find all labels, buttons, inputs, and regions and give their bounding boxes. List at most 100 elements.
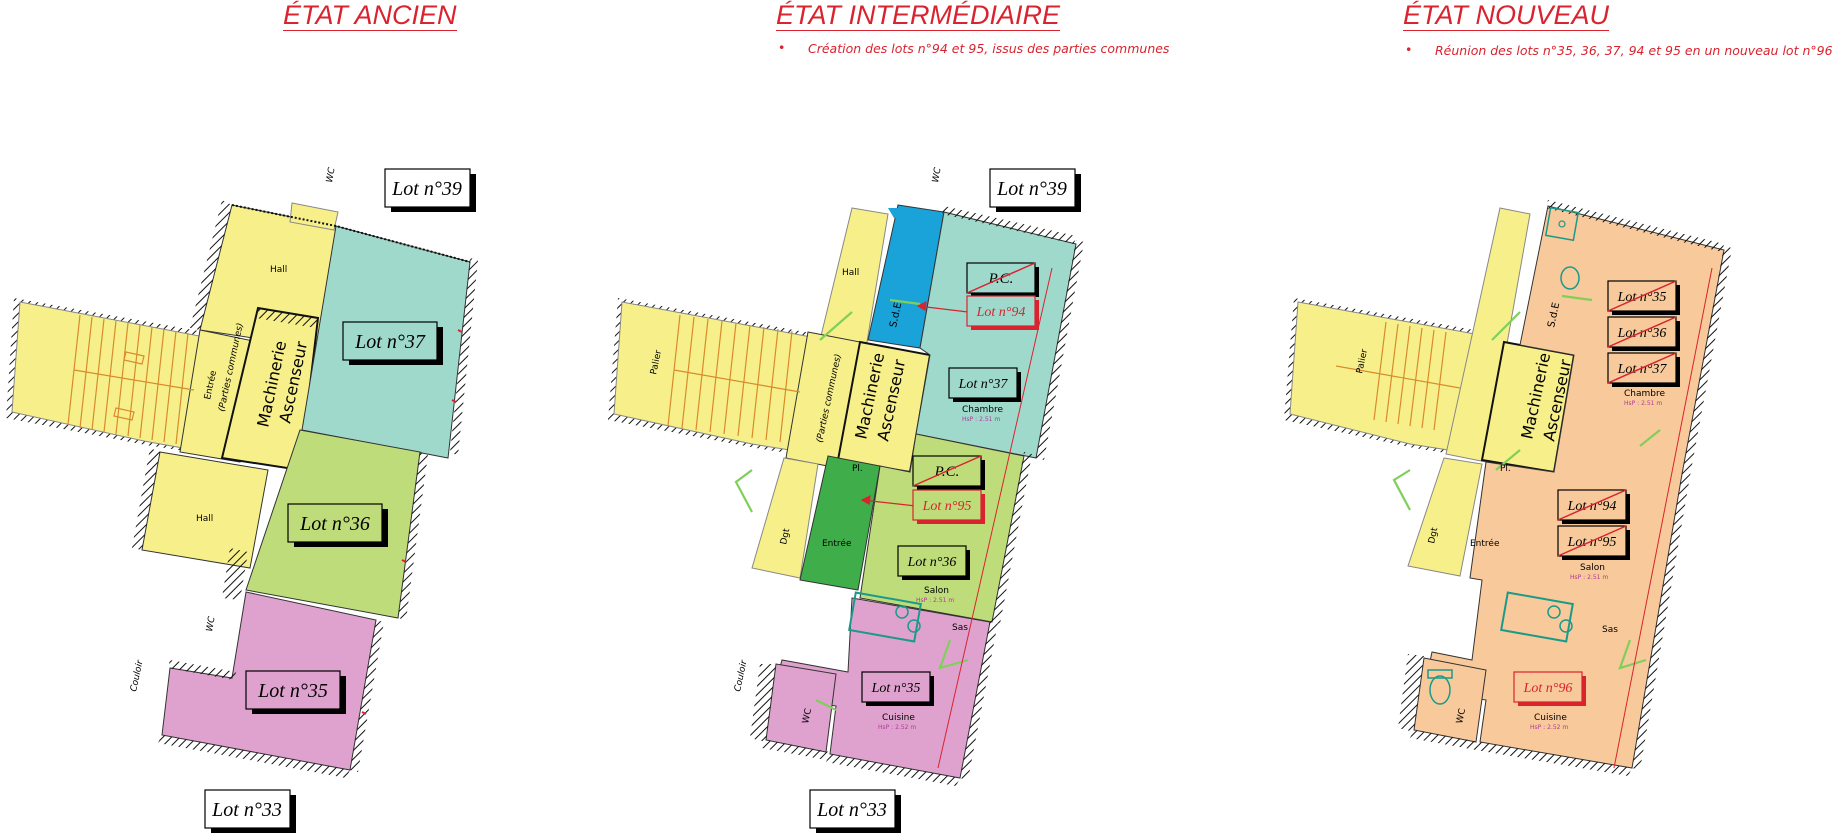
- label-hsp-salon: HsP : 2.51 m: [916, 597, 954, 604]
- wall-hatch: [450, 258, 478, 455]
- wall-hatch: [1398, 654, 1424, 732]
- lot-33-box: Lot n°33: [809, 789, 901, 833]
- title-etat-ancien: ÉTAT ANCIEN: [283, 0, 457, 31]
- lot-35-box: Lot n°35: [245, 670, 346, 714]
- lot-96-box: Lot n°96: [1513, 671, 1586, 706]
- label-salon: Salon: [924, 586, 949, 596]
- note-intermediaire: Création des lots n°94 et 95, issus des …: [778, 40, 1169, 56]
- lot-37-label: Lot n°37: [354, 331, 426, 353]
- label-hsp-chambre: HsP : 2.51 m: [962, 416, 1000, 423]
- lot-95-box: Lot n°95: [912, 489, 985, 524]
- kitchen-unit: [848, 591, 922, 643]
- lot-95-box: Lot n°95: [1557, 525, 1630, 560]
- label-hall-bottom: Hall: [196, 514, 213, 524]
- dimension-line: [1613, 267, 1713, 769]
- room-hall-bottom: [141, 451, 269, 569]
- shower: [1544, 206, 1580, 242]
- wall-hatch: [168, 660, 236, 680]
- lot-95-area: [799, 455, 881, 591]
- lot-94-label: Lot n°94: [1567, 499, 1617, 514]
- room-wc-strip: [289, 202, 339, 231]
- wall-hatch: [256, 308, 318, 328]
- lot-95-label: Lot n°95: [1567, 535, 1617, 550]
- room-dgt: [1407, 457, 1483, 577]
- plan-nouveau: Palier Machinerie Ascenseur S.d.E Pl. En…: [1284, 200, 1732, 776]
- wall-hatch: [222, 548, 248, 600]
- plan-intermediaire: Hall Palier (Parties communes) Machineri…: [608, 166, 1084, 833]
- title-etat-nouveau: ÉTAT NOUVEAU: [1403, 0, 1610, 31]
- lot-95-label: Lot n°95: [922, 499, 972, 514]
- lot-94-box: Lot n°94: [966, 295, 1039, 330]
- lot-94-box: Lot n°94: [1557, 489, 1630, 524]
- label-couloir: Couloir: [733, 658, 750, 692]
- lot-35-box: Lot n°35: [1607, 280, 1680, 315]
- basin: [1560, 266, 1580, 290]
- stairs: [667, 314, 801, 443]
- lot-36-box: Lot n°36: [1607, 316, 1680, 351]
- label-hall-top: Hall: [270, 265, 287, 275]
- wall-hatch: [398, 452, 428, 620]
- lot-36-box: Lot n°36: [897, 545, 970, 580]
- annotation-arrows: [860, 300, 969, 507]
- lot-36-box: Lot n°36: [287, 503, 388, 547]
- room-wc: [765, 663, 837, 753]
- label-couloir: Couloir: [129, 658, 146, 692]
- wall-hatch: [132, 448, 160, 550]
- label-entree: Entrée: [822, 538, 852, 549]
- label-cuisine: Cuisine: [1534, 713, 1567, 723]
- stairs: [67, 314, 195, 445]
- lot-33-box: Lot n°33: [204, 789, 296, 833]
- stairs: [1335, 321, 1461, 431]
- lot-33-label: Lot n°33: [816, 799, 887, 821]
- door-swings: [1392, 294, 1661, 670]
- wall-hatch: [762, 740, 830, 760]
- wall-hatch: [158, 735, 350, 778]
- label-wc-room: WC: [1455, 708, 1468, 725]
- label-chambre: Chambre: [1624, 389, 1665, 399]
- wall-hatch: [750, 664, 776, 742]
- label-pl: Pl.: [1500, 464, 1511, 474]
- lot-37-box: Lot n°37: [948, 367, 1021, 402]
- room-palier: [11, 301, 211, 453]
- lot-37-label: Lot n°37: [958, 377, 1009, 392]
- wall-hatch: [1632, 474, 1690, 770]
- lot-37-label: Lot n°37: [1617, 362, 1668, 377]
- lot-96-label: Lot n°96: [1523, 681, 1573, 696]
- label-hall: Hall: [842, 268, 859, 278]
- pc-mid-box: P.C.: [912, 455, 985, 490]
- wall-hatch: [992, 452, 1032, 624]
- label-salon: Salon: [1580, 563, 1605, 573]
- lot-94-label: Lot n°94: [976, 305, 1026, 320]
- label-sas: Sas: [952, 623, 968, 633]
- label-sde: S.d.E: [888, 302, 904, 329]
- lot-39-label: Lot n°39: [996, 178, 1067, 200]
- label-wc-top: WC: [931, 166, 944, 183]
- lot-94-edge: [888, 208, 906, 218]
- label-wc-top: WC: [325, 166, 338, 183]
- lot-39-box: Lot n°39: [384, 168, 476, 212]
- label-entree: Entrée: [1470, 538, 1500, 549]
- title-etat-intermediaire: ÉTAT INTERMÉDIAIRE: [776, 0, 1061, 31]
- label-wc-bottom: WC: [205, 615, 218, 632]
- wall-hatch: [190, 200, 232, 330]
- lot-35-box: Lot n°35: [861, 671, 934, 706]
- lot-33-label: Lot n°33: [211, 799, 282, 821]
- kitchen-unit: [1500, 591, 1574, 643]
- label-pl: Pl.: [852, 464, 863, 474]
- wall-hatch: [1476, 742, 1632, 776]
- wall-hatch: [1682, 246, 1732, 476]
- lot-36-label: Lot n°36: [1617, 326, 1667, 341]
- lot-35-label: Lot n°35: [257, 680, 328, 702]
- window-marks: [361, 329, 463, 715]
- wall-hatch: [1036, 240, 1084, 460]
- label-chambre: Chambre: [962, 405, 1003, 415]
- label-cuisine: Cuisine: [882, 713, 915, 723]
- wall-hatch: [826, 754, 960, 786]
- plan-ancien-rooms: [6, 200, 478, 778]
- lot-36-label: Lot n°36: [907, 555, 957, 570]
- room-palier: [1289, 301, 1487, 455]
- note-nouveau: Réunion des lots n°35, 36, 37, 94 et 95 …: [1405, 42, 1832, 58]
- lot-35-label: Lot n°35: [871, 681, 921, 696]
- label-dgt: Dgt: [779, 527, 792, 545]
